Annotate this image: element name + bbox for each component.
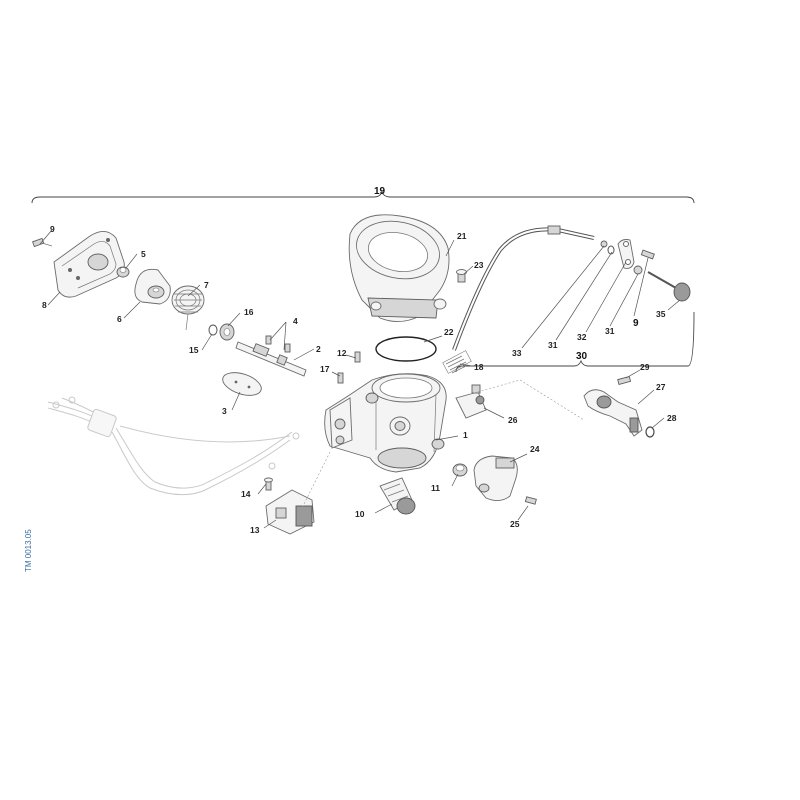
part-18-spring xyxy=(442,350,472,374)
callout-21: 21 xyxy=(457,231,467,241)
part-32-bracket xyxy=(617,239,635,269)
document-reference: TM 0013.05 xyxy=(24,529,33,572)
callout-24: 24 xyxy=(530,444,540,454)
callout-11: 11 xyxy=(431,483,440,493)
part-9-screw-right xyxy=(640,249,655,260)
callout-14: 14 xyxy=(241,489,251,499)
part-21-intake-elbow xyxy=(348,214,450,322)
part-24-sensor xyxy=(473,455,518,501)
part-14-screw xyxy=(264,477,273,491)
callout-15: 15 xyxy=(189,345,199,355)
part-16-bearing xyxy=(219,323,235,341)
callout-27: 27 xyxy=(656,382,666,392)
part-27-fitting xyxy=(583,389,643,437)
part-31-washer-b xyxy=(633,265,643,275)
assembly-19-brace xyxy=(31,190,695,204)
part-29-screw xyxy=(617,375,632,386)
callout-16: 16 xyxy=(244,307,254,317)
part-26-connector xyxy=(455,384,487,419)
part-8-cover xyxy=(53,231,125,298)
callout-9-right: 9 xyxy=(633,318,639,329)
callout-28: 28 xyxy=(667,413,677,423)
callout-3: 3 xyxy=(222,406,227,416)
part-10-idle-valve xyxy=(379,477,416,515)
part-22-o-ring xyxy=(375,336,437,362)
part-28-o-ring xyxy=(645,426,655,438)
part-35-adjuster-knob xyxy=(647,271,691,302)
callout-1: 1 xyxy=(463,430,468,440)
part-23-screw xyxy=(456,269,467,283)
callout-26: 26 xyxy=(508,415,518,425)
part-3-throttle-disc xyxy=(222,372,262,396)
part-1-throttle-body xyxy=(324,373,447,473)
callout-31-a: 31 xyxy=(548,340,558,350)
part-17-screw xyxy=(337,372,344,384)
callout-29: 29 xyxy=(640,362,650,372)
part-31-washer-a xyxy=(607,245,615,255)
part-12-screw xyxy=(354,351,361,363)
callout-6: 6 xyxy=(117,314,122,324)
callout-35: 35 xyxy=(656,309,666,319)
callout-22: 22 xyxy=(444,327,454,337)
part-25-screw xyxy=(524,496,537,505)
part-7-spring xyxy=(171,285,205,331)
callout-2: 2 xyxy=(316,344,321,354)
label-assembly-19: 19 xyxy=(374,186,386,197)
leader-lines xyxy=(39,229,681,529)
part-13-pressure-sensor xyxy=(265,489,315,535)
callout-5: 5 xyxy=(141,249,146,259)
callout-17: 17 xyxy=(320,364,330,374)
callout-18: 18 xyxy=(474,362,484,372)
part-6-pulley xyxy=(134,268,171,305)
subassembly-30-brace xyxy=(455,311,695,373)
part-33-end xyxy=(600,240,608,248)
callout-4: 4 xyxy=(293,316,298,326)
throttle-cable xyxy=(452,225,595,351)
callout-9-left: 9 xyxy=(50,224,55,234)
callout-23: 23 xyxy=(474,260,484,270)
callout-13: 13 xyxy=(250,525,260,535)
callout-10: 10 xyxy=(355,509,365,519)
callout-25: 25 xyxy=(510,519,520,529)
wiring-harness xyxy=(47,396,300,496)
callout-12: 12 xyxy=(337,348,347,358)
label-subassembly-30: 30 xyxy=(576,351,588,362)
callout-7: 7 xyxy=(204,280,209,290)
part-9-screw xyxy=(32,237,53,248)
callout-32: 32 xyxy=(577,332,587,342)
reference-lines xyxy=(299,379,585,513)
part-4-screws xyxy=(265,335,291,353)
callout-31-b: 31 xyxy=(605,326,615,336)
callout-labels: 19 30 1 2 3 4 5 6 7 8 9 9 10 11 12 13 14… xyxy=(42,186,677,535)
part-15-washer xyxy=(208,324,218,336)
part-5-bushing xyxy=(116,266,130,278)
callout-33: 33 xyxy=(512,348,522,358)
callout-8: 8 xyxy=(42,300,47,310)
part-2-throttle-shaft xyxy=(235,341,307,377)
part-11-bushing xyxy=(452,463,468,477)
